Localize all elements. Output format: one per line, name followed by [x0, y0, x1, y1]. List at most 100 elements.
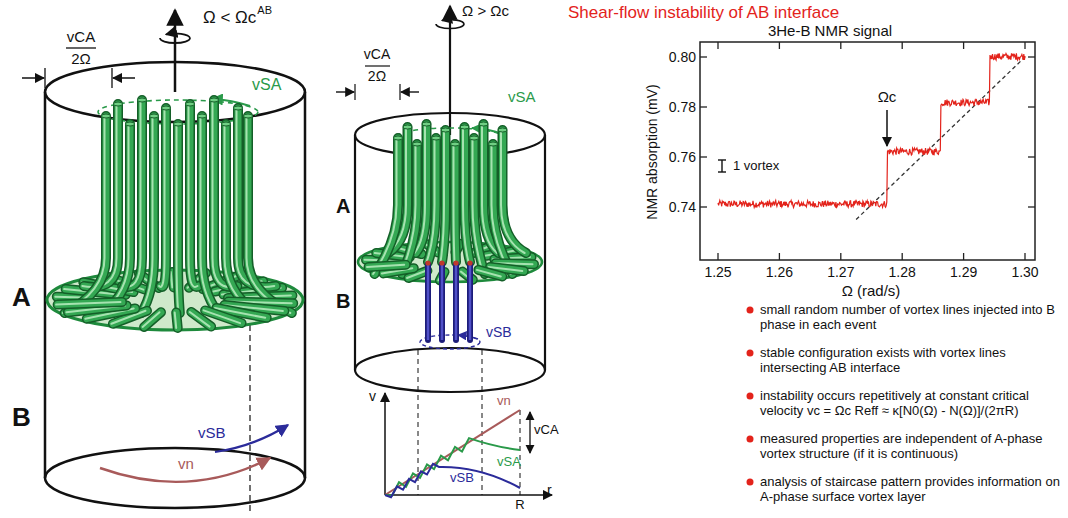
dimension-tick [111, 68, 112, 88]
curve-label: vCA [534, 423, 559, 438]
axis-tick [902, 253, 903, 260]
vortex-tube-highlight [190, 312, 210, 327]
tick-label: 0.76 [669, 149, 696, 165]
vortex-tube-highlight [501, 130, 525, 253]
vortex-tube-highlight [189, 104, 198, 287]
vortex-end [186, 102, 195, 106]
b-phase-vortex [467, 264, 473, 340]
dimension-tick [44, 68, 45, 88]
vortex-tube-highlight [237, 108, 275, 287]
axis-tick [1024, 42, 1025, 49]
vortex-end [174, 122, 183, 126]
cylinder-bottom [355, 348, 545, 392]
vortex-end [394, 136, 403, 140]
vortex-tube [84, 104, 118, 287]
bullet-dot [747, 307, 754, 314]
vortex-end [150, 114, 159, 118]
dimension-tick [354, 84, 355, 100]
vortex-end [479, 122, 488, 126]
middle-cylinder [336, 6, 552, 495]
tick-label: 1.29 [950, 264, 977, 280]
normal-velocity-line [385, 410, 520, 495]
cylinder-bottom [45, 448, 305, 508]
vortex-end [222, 122, 231, 126]
axis-label: R [515, 498, 524, 513]
cylinder-wall [44, 92, 47, 478]
vortex-tube [474, 138, 485, 274]
dimension-arrow [113, 77, 135, 79]
vortex-end [114, 102, 123, 106]
phase-label: B [336, 290, 350, 313]
scale-bar [718, 171, 726, 172]
dashed-guide [249, 325, 250, 515]
vortex-end [470, 136, 479, 140]
rotation-axis [449, 6, 451, 135]
double-arrow [529, 412, 530, 453]
axis-tick [1028, 156, 1035, 157]
bullet-text: instability occurs repetitively at const… [760, 388, 1063, 418]
rotation-symbol [436, 24, 464, 29]
vortex-end [422, 122, 431, 126]
vortex-tube [65, 116, 106, 313]
axis-tick [902, 42, 903, 49]
nmr-plot [700, 42, 1035, 260]
b-phase-vortex [439, 264, 445, 340]
bullet-text: small random number of vortex lines inje… [760, 302, 1063, 332]
vortex-tube-highlight [171, 272, 173, 287]
vortex-tube [493, 144, 512, 274]
junction-dot [439, 260, 444, 265]
vortex-tube [474, 138, 485, 274]
vortex-tube [65, 116, 106, 313]
vortex-tube [202, 116, 218, 313]
phase-label: B [12, 403, 31, 433]
vortex-tube-highlight [427, 138, 435, 262]
velocity-label: vSB [486, 324, 512, 340]
bullet-dot [747, 479, 754, 486]
bullet-dot [747, 350, 754, 357]
vortex-tube [202, 116, 218, 313]
vortex-tube [493, 144, 512, 274]
vortex-tube [375, 138, 398, 274]
bullet-text: analysis of staircase pattern provides i… [760, 474, 1063, 504]
tick-label: 1.27 [827, 264, 854, 280]
axis-tick [840, 253, 841, 260]
dimension-arrow [22, 77, 44, 79]
left-cylinder [22, 10, 305, 515]
tick-label: 0.74 [669, 199, 696, 215]
vortex-end [403, 125, 412, 129]
vortex-tube-highlight [63, 116, 104, 313]
superscript: AB [257, 4, 272, 17]
axis-label: r [547, 482, 552, 498]
axis-tick [1024, 253, 1025, 260]
axis-label: v [369, 388, 376, 404]
bullet-dot [747, 436, 754, 443]
rotation-symbol [160, 38, 190, 43]
vortex-tube [178, 124, 180, 313]
vortex-tube-highlight [175, 313, 177, 328]
vortex-end [162, 106, 171, 110]
axis-tick [700, 56, 707, 57]
fraction-denominator: 2Ω [71, 50, 91, 67]
cylinder-wall [304, 92, 307, 478]
superflow-arrow [215, 425, 288, 452]
vortex-end [210, 98, 219, 102]
fraction-denominator: 2Ω [368, 68, 386, 84]
scale-bar [721, 160, 722, 172]
b-phase-vortex [453, 264, 459, 340]
fraction-numerator: vCA [67, 28, 95, 45]
axis-tick [779, 253, 780, 260]
axis-tick [840, 42, 841, 49]
tick-label: 0.80 [669, 49, 696, 65]
vortex-end [138, 98, 147, 102]
axis-tick [963, 253, 964, 260]
critical-velocity-label: Ω > Ωc [462, 2, 509, 19]
rotation-symbol [166, 33, 190, 38]
velocity-label: vSB [198, 424, 226, 441]
b-phase-vortex [425, 264, 431, 340]
vortex-end [441, 128, 450, 132]
nmr-signal [718, 53, 1025, 207]
rotation-axis [174, 10, 177, 92]
vortex-end [244, 114, 253, 118]
junction-dot [467, 260, 472, 265]
